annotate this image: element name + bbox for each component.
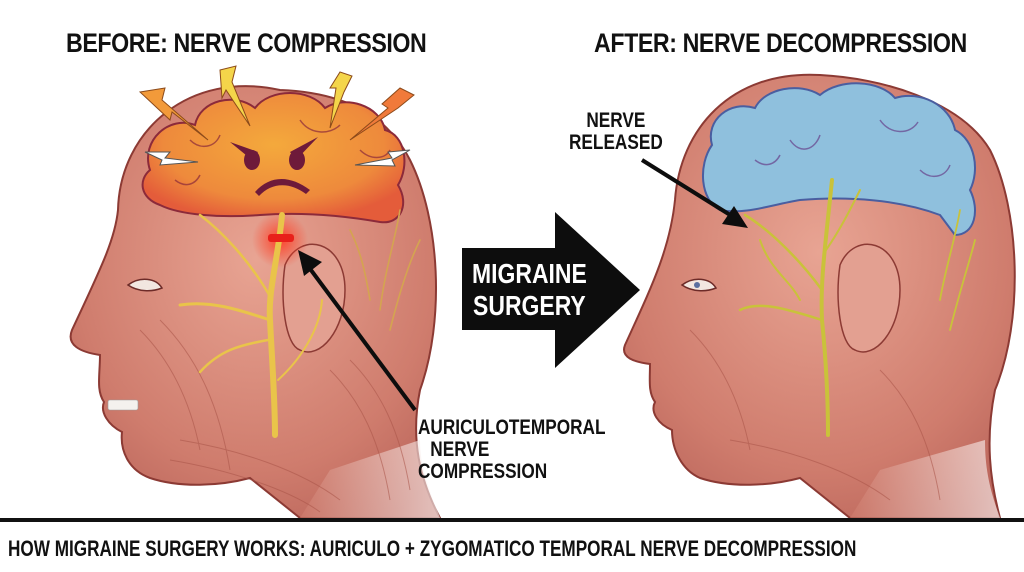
angry-brain-face (230, 137, 318, 196)
released-line1: NERVE (586, 109, 646, 132)
compression-line3: COMPRESSION (418, 460, 548, 483)
nerve-paths-after (738, 178, 976, 437)
compression-label: AURICULOTEMPORAL NERVE COMPRESSION (418, 417, 605, 483)
migraine-surgery-label: MIGRAINE SURGERY (472, 258, 587, 322)
before-head (69, 65, 442, 519)
red-compression-marker (268, 234, 294, 242)
lightning-bolt-icon (138, 65, 415, 167)
arrow-text-line1: MIGRAINE (472, 258, 587, 289)
footer-caption: HOW MIGRAINE SURGERY WORKS: AURICULO + Z… (8, 536, 857, 561)
before-title: BEFORE: NERVE COMPRESSION (66, 28, 427, 58)
footer-divider (0, 518, 1024, 522)
compression-line2: NERVE (430, 438, 490, 461)
arrow-text-line2: SURGERY (473, 290, 586, 321)
nerve-released-label: NERVE RELEASED (569, 110, 663, 154)
compression-line1: AURICULOTEMPORAL (418, 416, 606, 439)
after-title: AFTER: NERVE DECOMPRESSION (594, 28, 967, 58)
released-line2: RELEASED (569, 131, 663, 154)
after-head (623, 73, 1016, 519)
nerve-paths-before (178, 209, 421, 438)
migraine-surgery-arrow (462, 212, 640, 368)
